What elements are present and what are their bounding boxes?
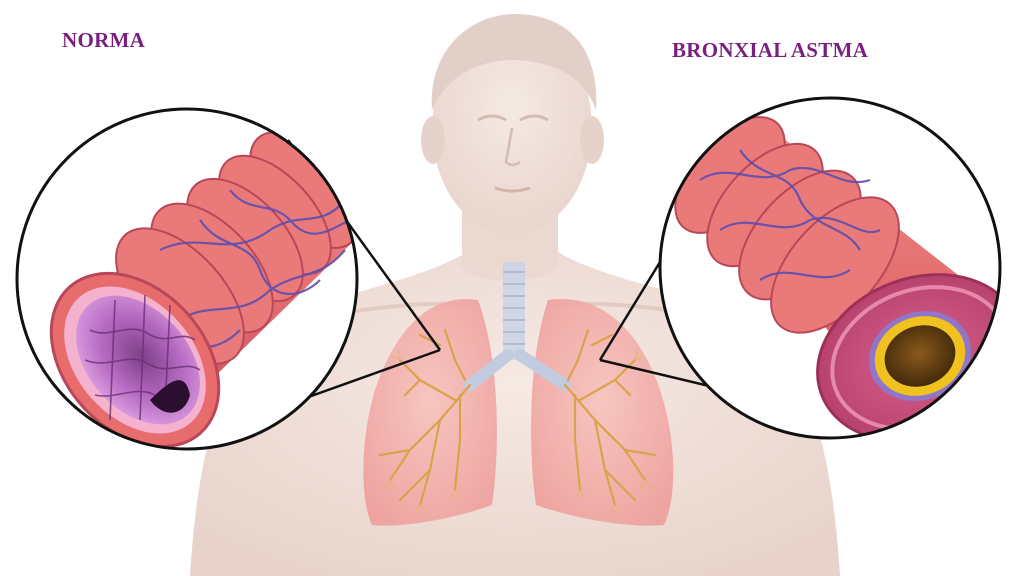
trachea [503, 262, 525, 360]
label-asthma: BRONXIAL ASTMA [672, 38, 868, 63]
label-normal: NORMA [62, 28, 145, 53]
